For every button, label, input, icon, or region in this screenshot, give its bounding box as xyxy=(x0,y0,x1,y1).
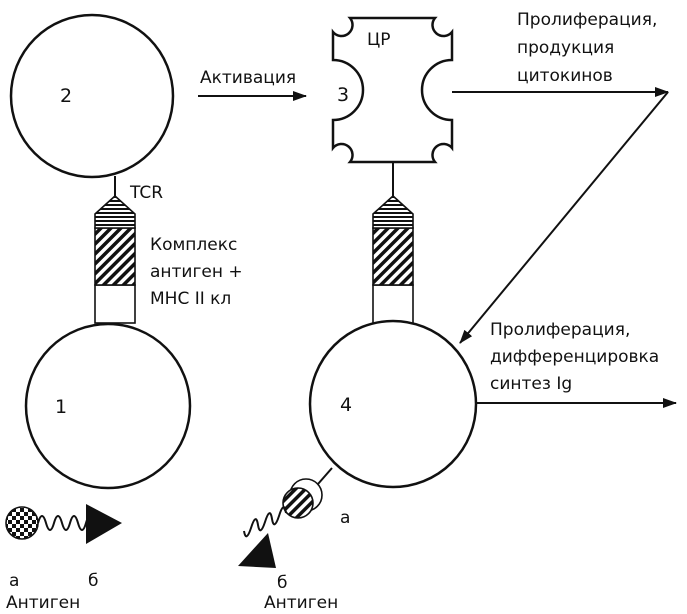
activation-label: Активация xyxy=(200,68,296,88)
antigen-right: а б Антиген xyxy=(238,467,350,613)
tcr-label: TCR xyxy=(129,183,163,203)
cell-1-number: 1 xyxy=(55,396,67,418)
cell-4-number: 4 xyxy=(340,394,352,416)
antigen-right-spring xyxy=(243,506,287,538)
antigen-left-b-label: б xyxy=(88,571,98,591)
antigen-right-triangle xyxy=(238,533,276,568)
antigen-left-caption: Антиген xyxy=(6,593,80,613)
proliferation-right-line-3: синтез Ig xyxy=(490,374,572,394)
antigen-right-cup-stalk xyxy=(317,467,333,485)
complex-label-line-3: МНС II кл xyxy=(150,289,231,309)
proliferation-top-line-2: продукция xyxy=(517,38,614,58)
antigen-right-caption: Антиген xyxy=(264,593,338,613)
middle-complex xyxy=(372,162,414,328)
middle-mhc-complex-block xyxy=(372,227,414,286)
antigen-right-epitope-ball xyxy=(282,487,314,519)
antigen-left-triangle xyxy=(86,504,122,544)
antigen-right-b-label: б xyxy=(277,573,287,593)
cell-2-number: 2 xyxy=(60,85,72,107)
left-complex xyxy=(94,176,136,324)
cell-1 xyxy=(24,322,192,490)
feedback-arrow xyxy=(459,91,669,344)
antigen-right-a-label: а xyxy=(340,508,350,528)
left-mhc-complex-block xyxy=(94,227,136,286)
left-tcr-receptor xyxy=(94,194,136,229)
proliferation-right-line-2: дифференцировка xyxy=(490,347,659,367)
complex-label-line-1: Комплекс xyxy=(150,235,237,255)
cr-label: ЦР xyxy=(367,30,390,50)
middle-tcr-receptor xyxy=(372,194,414,229)
proliferation-top-line-1: Пролиферация, xyxy=(517,10,657,30)
cell-2 xyxy=(9,13,175,179)
antigen-left: а б Антиген xyxy=(5,504,122,613)
cell-3-number: 3 xyxy=(337,84,349,106)
complex-label: Комплекс антиген + МНС II кл xyxy=(150,235,248,309)
antigen-left-a-label: а xyxy=(9,571,19,591)
cell-3-cross-shape xyxy=(331,16,454,164)
complex-label-line-2: антиген + xyxy=(150,262,243,282)
proliferation-right-line-1: Пролиферация, xyxy=(490,320,630,340)
antigen-left-epitope-ball xyxy=(5,506,39,540)
proliferation-top-label: Пролиферация, продукция цитокинов xyxy=(517,10,663,86)
cell-4 xyxy=(308,319,478,489)
proliferation-top-line-3: цитокинов xyxy=(517,66,613,86)
proliferation-right-label: Пролиферация, дифференцировка синтез Ig xyxy=(490,320,665,394)
left-connector-stem xyxy=(94,284,136,324)
